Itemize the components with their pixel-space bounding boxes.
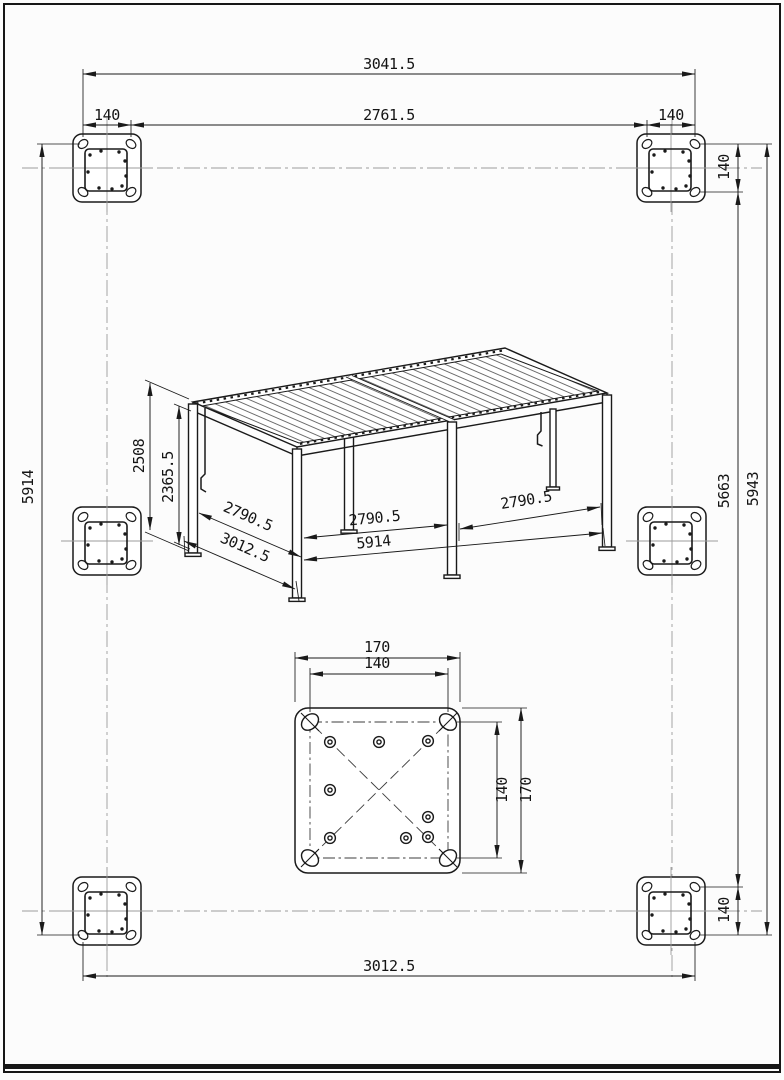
pergola-roof-divider: [346, 375, 455, 422]
dim-plate-width: 170: [364, 638, 390, 656]
pergola-roof: [190, 347, 610, 457]
dimline-length-total: [303, 531, 603, 562]
pergola-post-front-middle: [446, 421, 458, 576]
crank-handle-right: [536, 412, 543, 447]
sheet-frame: [3, 3, 781, 1073]
detail-diagonal-1: [313, 725, 445, 855]
pergola-isometric-view: 2508 2365.5 2790.5 3012.5 2790.5 5914 27…: [130, 347, 616, 603]
dim-overall-width: 3041.5: [363, 55, 415, 73]
dim-offset-right: 140: [658, 106, 684, 124]
dim-height-inner: 2365.5: [159, 451, 177, 503]
detail-plate-outline: [294, 707, 461, 874]
pergola-post-back-middle-foot: [340, 529, 358, 534]
pergola-post-front-foot: [288, 597, 306, 603]
pergola-post-back-left-foot: [184, 552, 202, 558]
footplate-top-left: [60, 123, 154, 213]
dim-depth-outer: 3012.5: [218, 529, 273, 566]
dim-holes-width: 140: [364, 654, 390, 672]
dim-offset-right-bottom: 140: [715, 897, 733, 923]
dim-height-outer: 2508: [130, 438, 148, 473]
detail-diagonal-2: [313, 725, 445, 855]
dimline-bay-right: [459, 506, 601, 530]
dim-length-left: 5914: [19, 469, 37, 504]
footplate-mid-left: [60, 496, 154, 586]
footplate-top-right: [624, 123, 718, 213]
crank-handle-left: [200, 408, 207, 493]
detail-corner-holes: [300, 712, 458, 868]
dim-bay-front: 2790.5: [348, 507, 401, 530]
footplate-bottom-right: [624, 866, 718, 956]
dimline-depth-outer: [183, 540, 296, 590]
dim-bottom-width: 3012.5: [363, 957, 415, 975]
footplate-bottom-left: [60, 866, 154, 956]
base-plate-detail: 170 140 140 170: [294, 638, 535, 874]
pergola-post-right-foot: [598, 546, 616, 552]
pergola-drive-rod-foot: [545, 486, 561, 491]
dim-offset-left: 140: [94, 106, 120, 124]
pergola-drive-rod: [549, 408, 557, 488]
pergola-post-back-left: [187, 403, 199, 554]
detail-bolt-square-centerline: [309, 721, 449, 859]
detail-dimensions: 170 140 140 170: [294, 638, 535, 874]
dim-inner-width: 2761.5: [363, 106, 415, 124]
plan-dimensions: 3041.5 140 2761.5 140 5914 140 5663 140 …: [19, 55, 772, 981]
pergola-post-front: [291, 448, 303, 599]
dim-length-total: 5914: [355, 531, 391, 552]
dim-length-inner-right: 5663: [715, 474, 733, 509]
dim-bay-right: 2790.5: [499, 487, 553, 513]
pergola-post-right: [601, 394, 613, 548]
footplate-mid-right: [625, 496, 719, 586]
dim-holes-height: 140: [493, 777, 511, 803]
pergola-post-front-middle-foot: [443, 574, 461, 580]
dim-length-outer-right: 5943: [744, 472, 762, 507]
dim-offset-right-top: 140: [715, 154, 733, 180]
dim-depth-inner: 2790.5: [221, 498, 276, 535]
dim-plate-height: 170: [517, 777, 535, 803]
